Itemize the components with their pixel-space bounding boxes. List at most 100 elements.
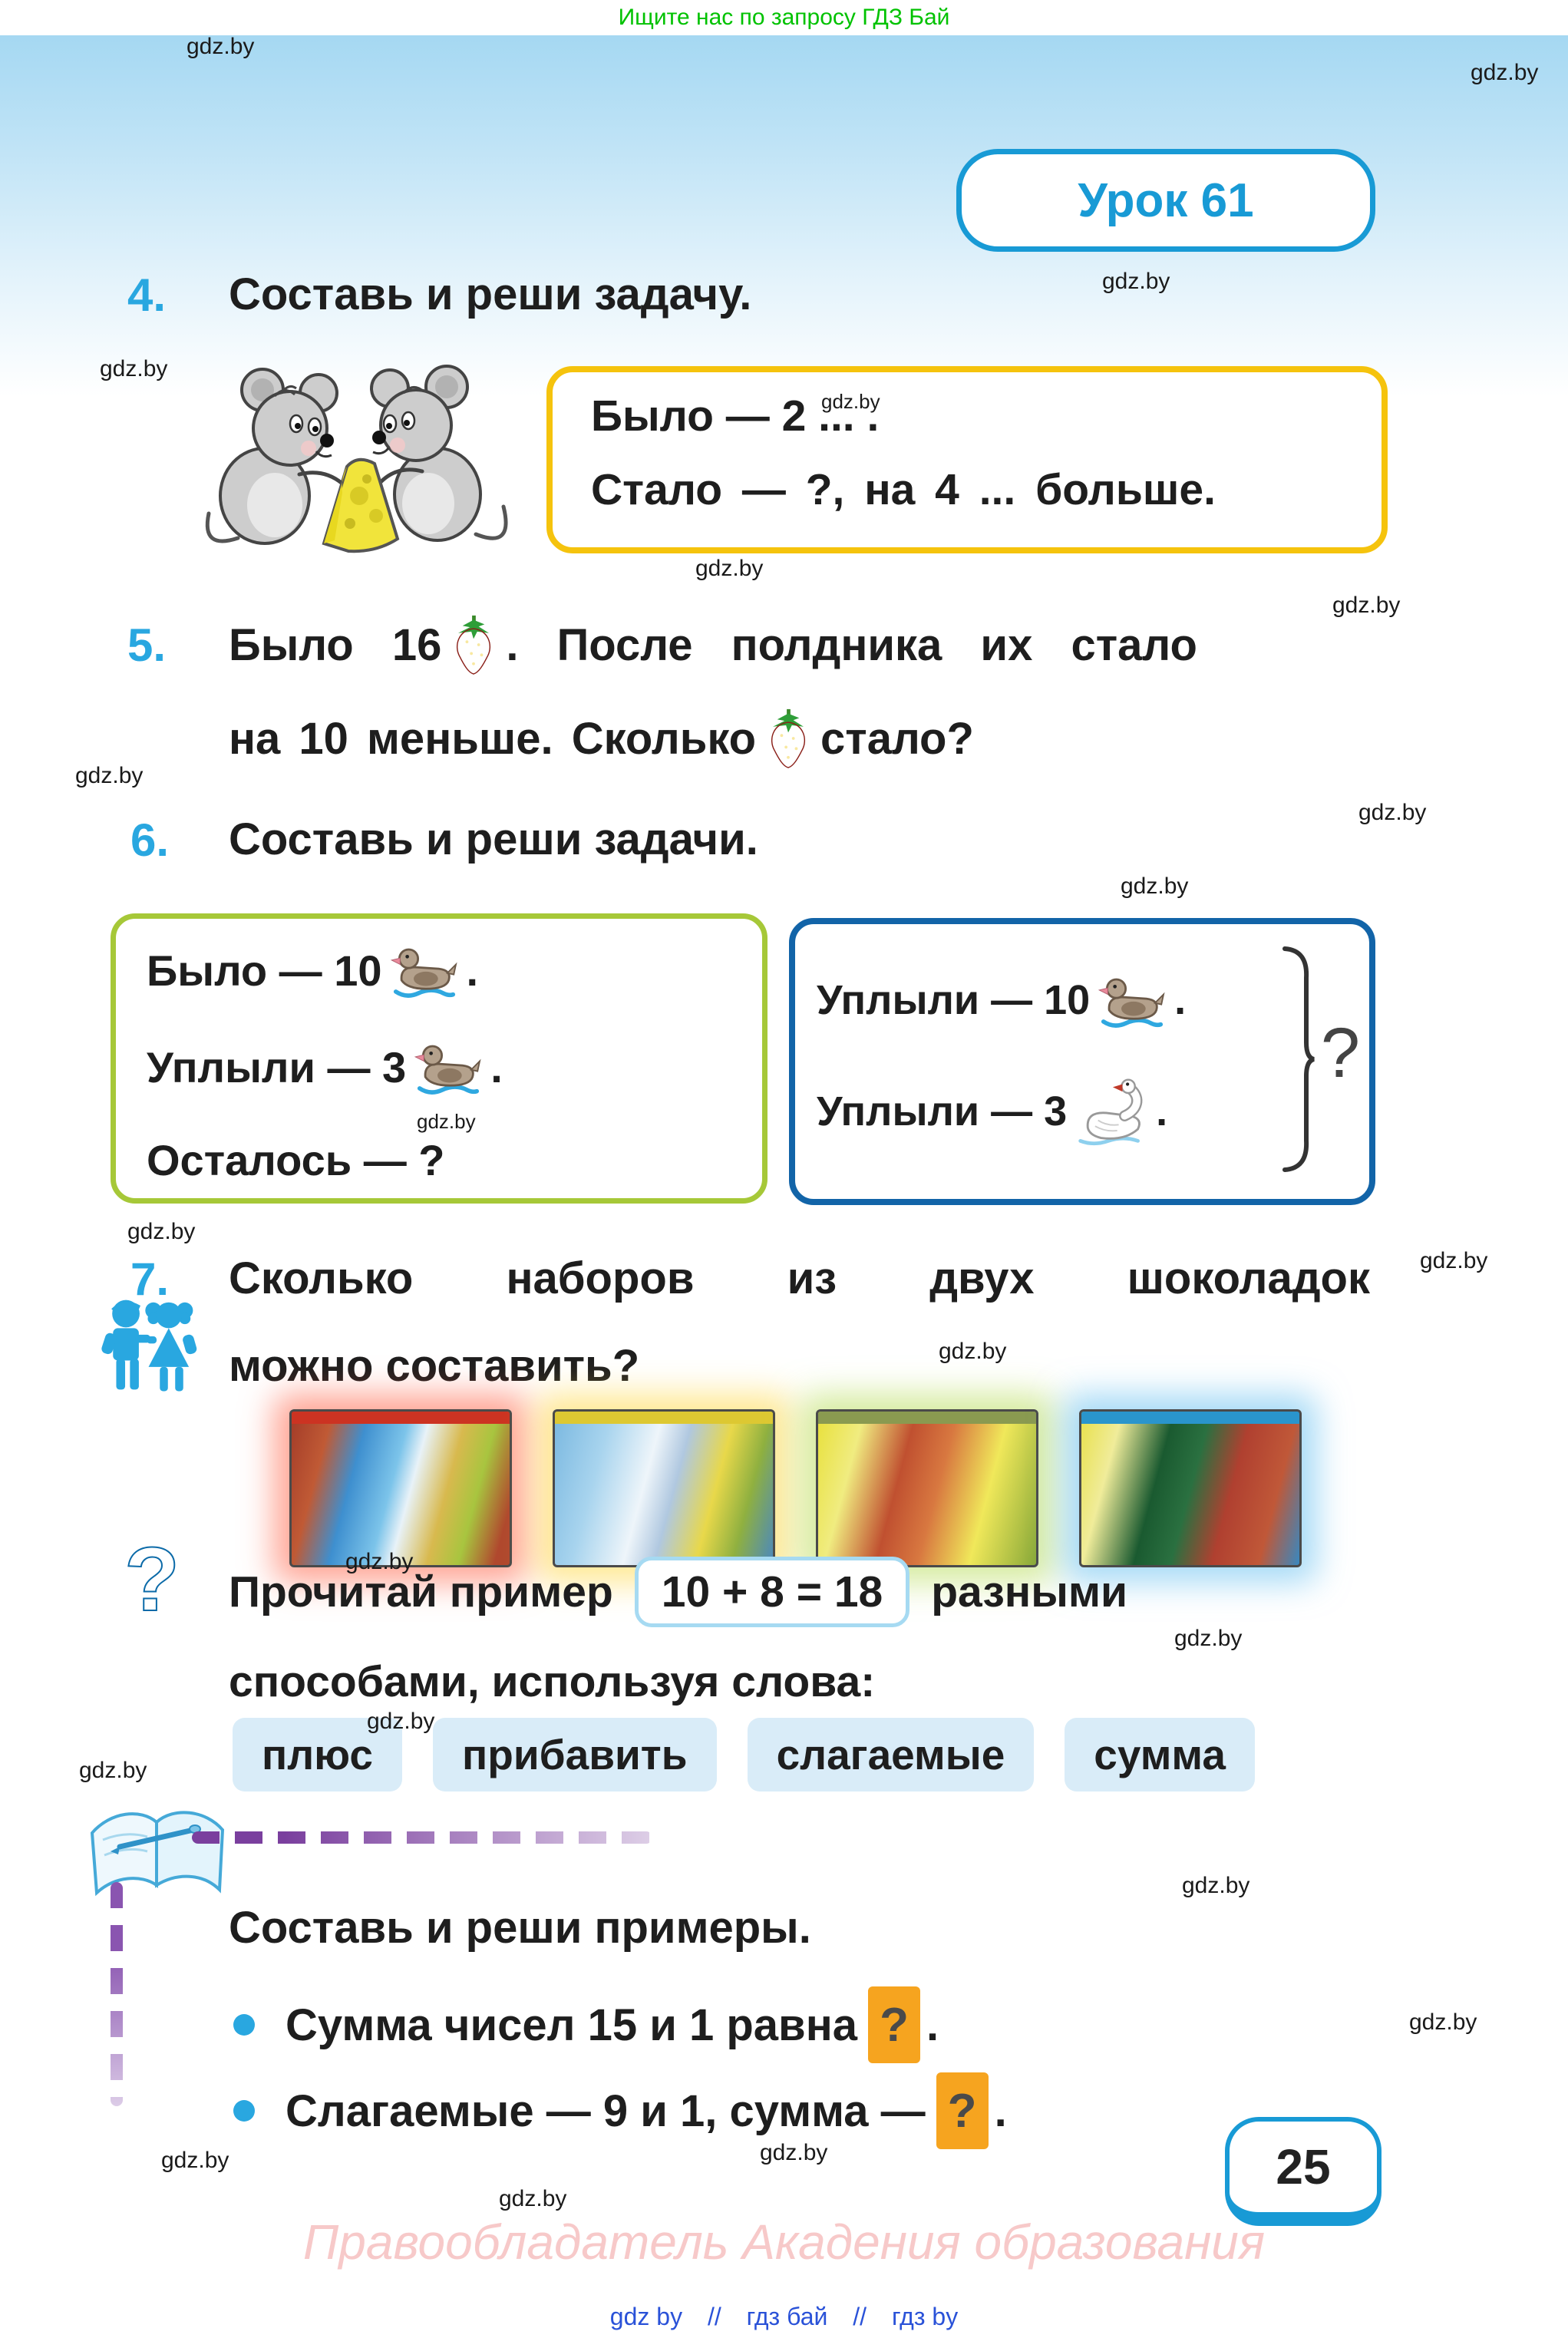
- text: .: [1174, 977, 1187, 1023]
- text: .: [1156, 1088, 1168, 1134]
- promo-text: Ищите нас по запросу ГДЗ Бай: [618, 5, 950, 30]
- footer-links: gdz by // гдз бай // гдз by: [0, 2303, 1568, 2331]
- text: .: [466, 946, 479, 995]
- text: .: [490, 1042, 503, 1091]
- bullet-dot: [233, 2014, 255, 2036]
- text: Прочитай пример: [229, 1567, 613, 1616]
- problem-5-line-1: Было 16 . После полдника их стало: [229, 614, 1197, 675]
- gdz-watermark: gdz.by: [760, 2140, 828, 2165]
- problem-5-number: 5.: [127, 619, 167, 671]
- problem-7-line-1: Сколько наборов из двух шоколадок: [229, 1253, 1370, 1303]
- chocolate-bar-3: [816, 1409, 1038, 1567]
- gdz-watermark: gdz.by: [821, 390, 880, 413]
- problem-6-number: 6.: [130, 814, 170, 866]
- text: Осталось — ?: [147, 1136, 445, 1184]
- text: .: [994, 2085, 1007, 2136]
- children-pair-icon: [101, 1299, 197, 1392]
- text: разными: [931, 1567, 1128, 1616]
- condition-line: Было — 2 ... .: [591, 391, 880, 441]
- compose-task-title: Составь и реши примеры.: [229, 1903, 811, 1953]
- strawberry-icon: [764, 708, 813, 769]
- gdz-watermark: gdz.by: [1182, 1873, 1250, 1898]
- word-chip-summa: сумма: [1065, 1718, 1255, 1791]
- lesson-badge-label: Урок 61: [1078, 173, 1254, 227]
- gdz-watermark: gdz.by: [695, 556, 764, 581]
- gdz-watermark: gdz.by: [75, 763, 144, 788]
- dashed-divider-vertical: [111, 1882, 123, 2106]
- condition-line: Осталось — ?: [147, 1135, 444, 1185]
- problem-6-right-card: Уплыли — 10 . Уплыли — 3 . ?: [789, 918, 1375, 1205]
- answer-placeholder[interactable]: ?: [868, 1986, 920, 2063]
- word-chip-slagaemye: слагаемые: [747, 1718, 1035, 1791]
- gdz-watermark: gdz.by: [187, 34, 255, 59]
- gdz-watermark: gdz.by: [100, 356, 168, 381]
- problem-7-line-2: можно составить?: [229, 1341, 640, 1391]
- problem-4-number: 4.: [127, 269, 167, 321]
- word-chip-pribavit: прибавить: [433, 1718, 717, 1791]
- gdz-watermark: gdz.by: [345, 1549, 414, 1574]
- word-chip-plus: плюс: [233, 1718, 402, 1791]
- condition-line: Было — 10 .: [147, 939, 478, 1002]
- problem-5-line-2: на 10 меньше. Сколько стало?: [229, 708, 974, 769]
- link-separator: //: [707, 2303, 721, 2330]
- word-chips: плюс прибавить слагаемые сумма: [233, 1718, 1255, 1791]
- gdz-watermark: gdz.by: [1420, 1248, 1488, 1273]
- gdz-watermark: gdz.by: [1174, 1626, 1243, 1651]
- problem-7-number: 7.: [130, 1253, 170, 1305]
- text: Было 16: [229, 619, 442, 670]
- footer-link[interactable]: гдз бай: [746, 2303, 828, 2330]
- compose-bullet-1: Сумма чисел 15 и 1 равна ? .: [233, 1986, 939, 2063]
- text: Сумма чисел 15 и 1 равна: [286, 2000, 857, 2050]
- footer-link[interactable]: гдз by: [891, 2303, 959, 2330]
- gdz-watermark: gdz.by: [367, 1709, 435, 1734]
- text: . После полдника их стало: [506, 619, 1197, 670]
- lesson-badge: Урок 61: [956, 149, 1375, 252]
- condition-line: Уплыли — 3 .: [817, 1075, 1167, 1148]
- link-separator: //: [853, 2303, 867, 2330]
- gdz-watermark: gdz.by: [499, 2186, 567, 2211]
- svg-text:?: ?: [124, 1535, 180, 1627]
- condition-line: Уплыли — 3 .: [147, 1035, 503, 1098]
- problem-4-title: Составь и реши задачу.: [229, 269, 752, 319]
- copyright-text: Правообладатель Акадения образования: [302, 2214, 1266, 2270]
- notebook-pen-icon: [90, 1811, 225, 1897]
- text: Уплыли — 3: [817, 1088, 1068, 1134]
- condition-line: Уплыли — 10 .: [817, 969, 1186, 1032]
- text: на 10 меньше. Сколько: [229, 713, 757, 764]
- problem-6-left-card: Было — 10 . Уплыли — 3 . Осталось — ?: [111, 913, 767, 1204]
- gdz-watermark: gdz.by: [1358, 800, 1427, 825]
- bullet-dot: [233, 2100, 255, 2122]
- dashed-divider-horizontal: [192, 1831, 652, 1844]
- problem-6-title: Составь и реши задачи.: [229, 814, 758, 864]
- text: .: [926, 2000, 939, 2050]
- gdz-watermark: gdz.by: [1409, 2009, 1477, 2035]
- strawberry-icon: [449, 614, 498, 675]
- gdz-watermark: gdz.by: [1332, 593, 1401, 618]
- swan-icon: [1073, 1075, 1150, 1148]
- compose-bullet-2: Слагаемые — 9 и 1, сумма — ? .: [233, 2072, 1007, 2149]
- gdz-watermark: gdz.by: [417, 1110, 476, 1133]
- text: Уплыли — 10: [817, 977, 1091, 1023]
- duck-icon: [388, 939, 460, 1002]
- gdz-watermark: gdz.by: [1121, 873, 1189, 899]
- example-box: 10 + 8 = 18: [634, 1557, 910, 1627]
- problem-4-condition-card: Было — 2 ... . Стало — ?, на 4 ... больш…: [546, 366, 1388, 553]
- answer-placeholder[interactable]: ?: [936, 2072, 989, 2149]
- text: Слагаемые — 9 и 1, сумма —: [286, 2085, 926, 2136]
- chocolate-bar-2: [553, 1409, 775, 1567]
- gdz-watermark: gdz.by: [1471, 60, 1539, 85]
- page-number-badge: 25: [1225, 2117, 1381, 2226]
- text: Уплыли — 3: [147, 1042, 407, 1091]
- duck-icon: [1096, 969, 1168, 1032]
- chocolate-bars-row: [289, 1409, 1302, 1567]
- text: стало?: [820, 713, 974, 764]
- reading-task-line-2: способами, используя слова:: [229, 1657, 876, 1706]
- gdz-watermark: gdz.by: [79, 1758, 147, 1783]
- footer-link[interactable]: gdz by: [609, 2303, 683, 2330]
- curly-brace: [1282, 946, 1315, 1172]
- gdz-watermark: gdz.by: [939, 1339, 1007, 1364]
- mice-with-cheese-illustration: [205, 365, 508, 553]
- question-mark: ?: [1320, 1014, 1360, 1092]
- gdz-watermark: gdz.by: [161, 2148, 229, 2173]
